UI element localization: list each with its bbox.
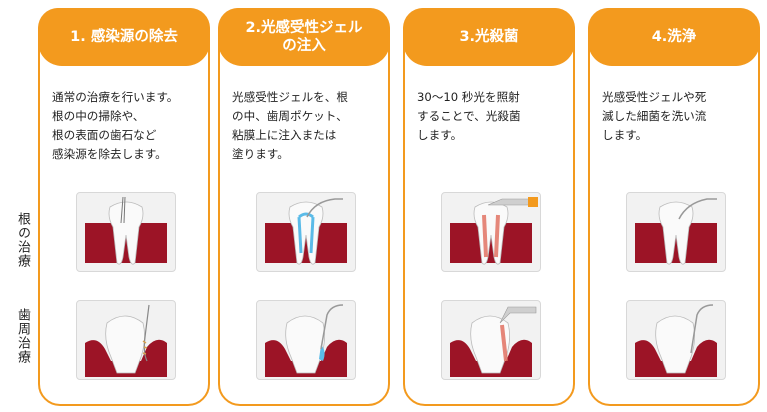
- step-card-4: 4.洗浄 光感受性ジェルや死 滅した細菌を洗い流 します。: [588, 8, 760, 406]
- step-card-3: 3.光殺菌 30〜10 秒光を照射 することで、光殺菌 します。: [403, 8, 575, 406]
- step-2-periodontal-illustration: [256, 300, 356, 380]
- step-1-title: 1. 感染源の除去: [70, 29, 178, 45]
- step-2-title: 2.光感受性ジェル の注入: [245, 20, 363, 54]
- step-3-header: 3.光殺菌: [403, 8, 575, 66]
- root-treatment-label: 根の治療: [15, 212, 30, 268]
- step-card-2: 2.光感受性ジェル の注入 光感受性ジェルを、根 の中、歯周ポケット、 粘膜上に…: [218, 8, 390, 406]
- step-1-header: 1. 感染源の除去: [38, 8, 210, 66]
- step-2-description: 光感受性ジェルを、根 の中、歯周ポケット、 粘膜上に注入または 塗ります。: [232, 90, 348, 161]
- step-2-root-illustration: [256, 192, 356, 272]
- step-3-title: 3.光殺菌: [459, 29, 519, 45]
- step-3-root-illustration: [441, 192, 541, 272]
- step-4-periodontal-illustration: [626, 300, 726, 380]
- step-3-description: 30〜10 秒光を照射 することで、光殺菌 します。: [417, 90, 521, 142]
- step-2-header: 2.光感受性ジェル の注入: [218, 8, 390, 66]
- step-4-root-illustration: [626, 192, 726, 272]
- step-1-root-illustration: [76, 192, 176, 272]
- step-4-title: 4.洗浄: [651, 29, 697, 45]
- step-card-1: 1. 感染源の除去 通常の治療を行います。 根の中の掃除や、 根の表面の歯石など…: [38, 8, 210, 406]
- step-3-periodontal-illustration: [441, 300, 541, 380]
- step-1-periodontal-illustration: [76, 300, 176, 380]
- step-4-description: 光感受性ジェルや死 滅した細菌を洗い流 します。: [602, 90, 707, 142]
- step-4-header: 4.洗浄: [588, 8, 760, 66]
- periodontal-treatment-label: 歯周治療: [15, 308, 30, 364]
- step-1-description: 通常の治療を行います。 根の中の掃除や、 根の表面の歯石など 感染源を除去します…: [52, 90, 179, 161]
